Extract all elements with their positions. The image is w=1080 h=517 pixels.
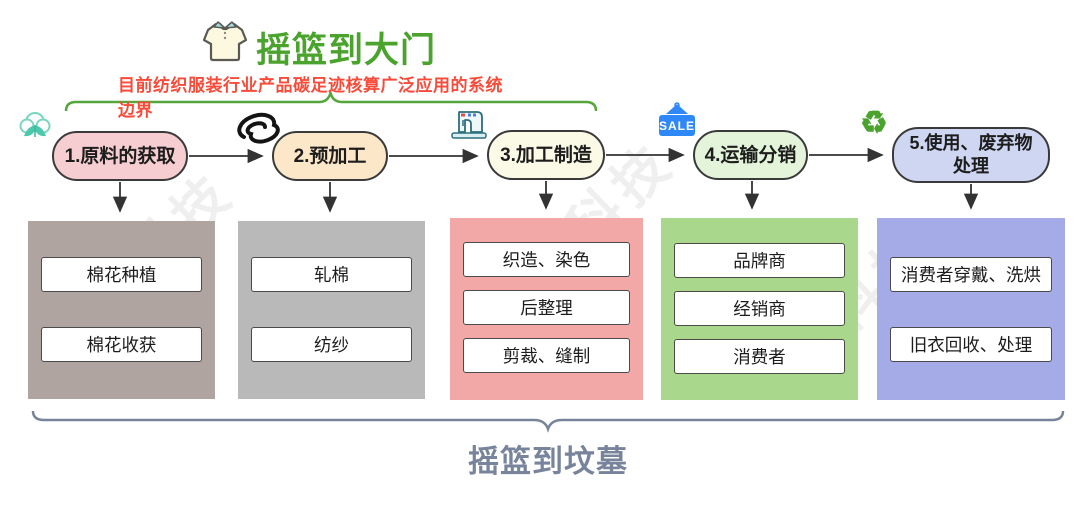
process-item[interactable]: 旧衣回收、处理 xyxy=(890,327,1052,362)
process-item[interactable]: 经销商 xyxy=(674,291,845,326)
process-item[interactable]: 后整理 xyxy=(463,290,630,325)
stage-box-pretreatment: 轧棉 纺纱 xyxy=(238,221,425,399)
process-item[interactable]: 消费者 xyxy=(674,339,845,374)
stage-box-raw-material: 棉花种植 棉花收获 xyxy=(28,221,215,399)
process-item[interactable]: 棉花收获 xyxy=(41,327,202,362)
stage-pill-pretreatment[interactable]: 2.预加工 xyxy=(272,131,388,181)
yarn-swirl-icon xyxy=(237,112,280,144)
stage-pill-manufacturing[interactable]: 3.加工制造 xyxy=(487,130,605,180)
process-item[interactable]: 棉花种植 xyxy=(41,257,202,292)
process-item[interactable]: 消费者穿戴、洗烘 xyxy=(890,257,1052,292)
sale-tag-label: SALE xyxy=(659,119,695,133)
stage-box-use-disposal: 消费者穿戴、洗烘 旧衣回收、处理 xyxy=(877,218,1065,400)
cradle-to-grave-label: 摇篮到坟墓 xyxy=(468,444,628,479)
stage-box-manufacturing: 织造、染色 后整理 剪裁、缝制 xyxy=(450,218,643,400)
sale-tag-icon: SALE xyxy=(659,102,695,136)
process-item[interactable]: 纺纱 xyxy=(251,327,412,362)
system-boundary-note: 目前纺织服装行业产品碳足迹核算广泛应用的系统边界 xyxy=(118,76,503,120)
process-item[interactable]: 剪裁、缝制 xyxy=(463,338,630,373)
process-item[interactable]: 品牌商 xyxy=(674,243,845,278)
cradle-to-grave-brace xyxy=(31,410,1065,433)
stage-pill-use-disposal[interactable]: 5.使用、废弃物处理 xyxy=(892,127,1050,183)
recycle-icon: ♻ xyxy=(860,105,888,140)
page-title: 摇篮到大门 xyxy=(256,31,437,70)
stage-pill-raw-material[interactable]: 1.原料的获取 xyxy=(52,131,188,181)
cradle-to-gate-brace xyxy=(64,88,598,112)
tshirt-icon xyxy=(202,21,248,62)
process-item[interactable]: 轧棉 xyxy=(251,257,412,292)
stage-box-distribution: 品牌商 经销商 消费者 xyxy=(661,218,858,400)
process-item[interactable]: 织造、染色 xyxy=(463,242,630,277)
cotton-icon xyxy=(19,112,51,137)
stage-pill-distribution[interactable]: 4.运输分销 xyxy=(693,130,808,180)
sewing-machine-icon xyxy=(451,111,487,139)
